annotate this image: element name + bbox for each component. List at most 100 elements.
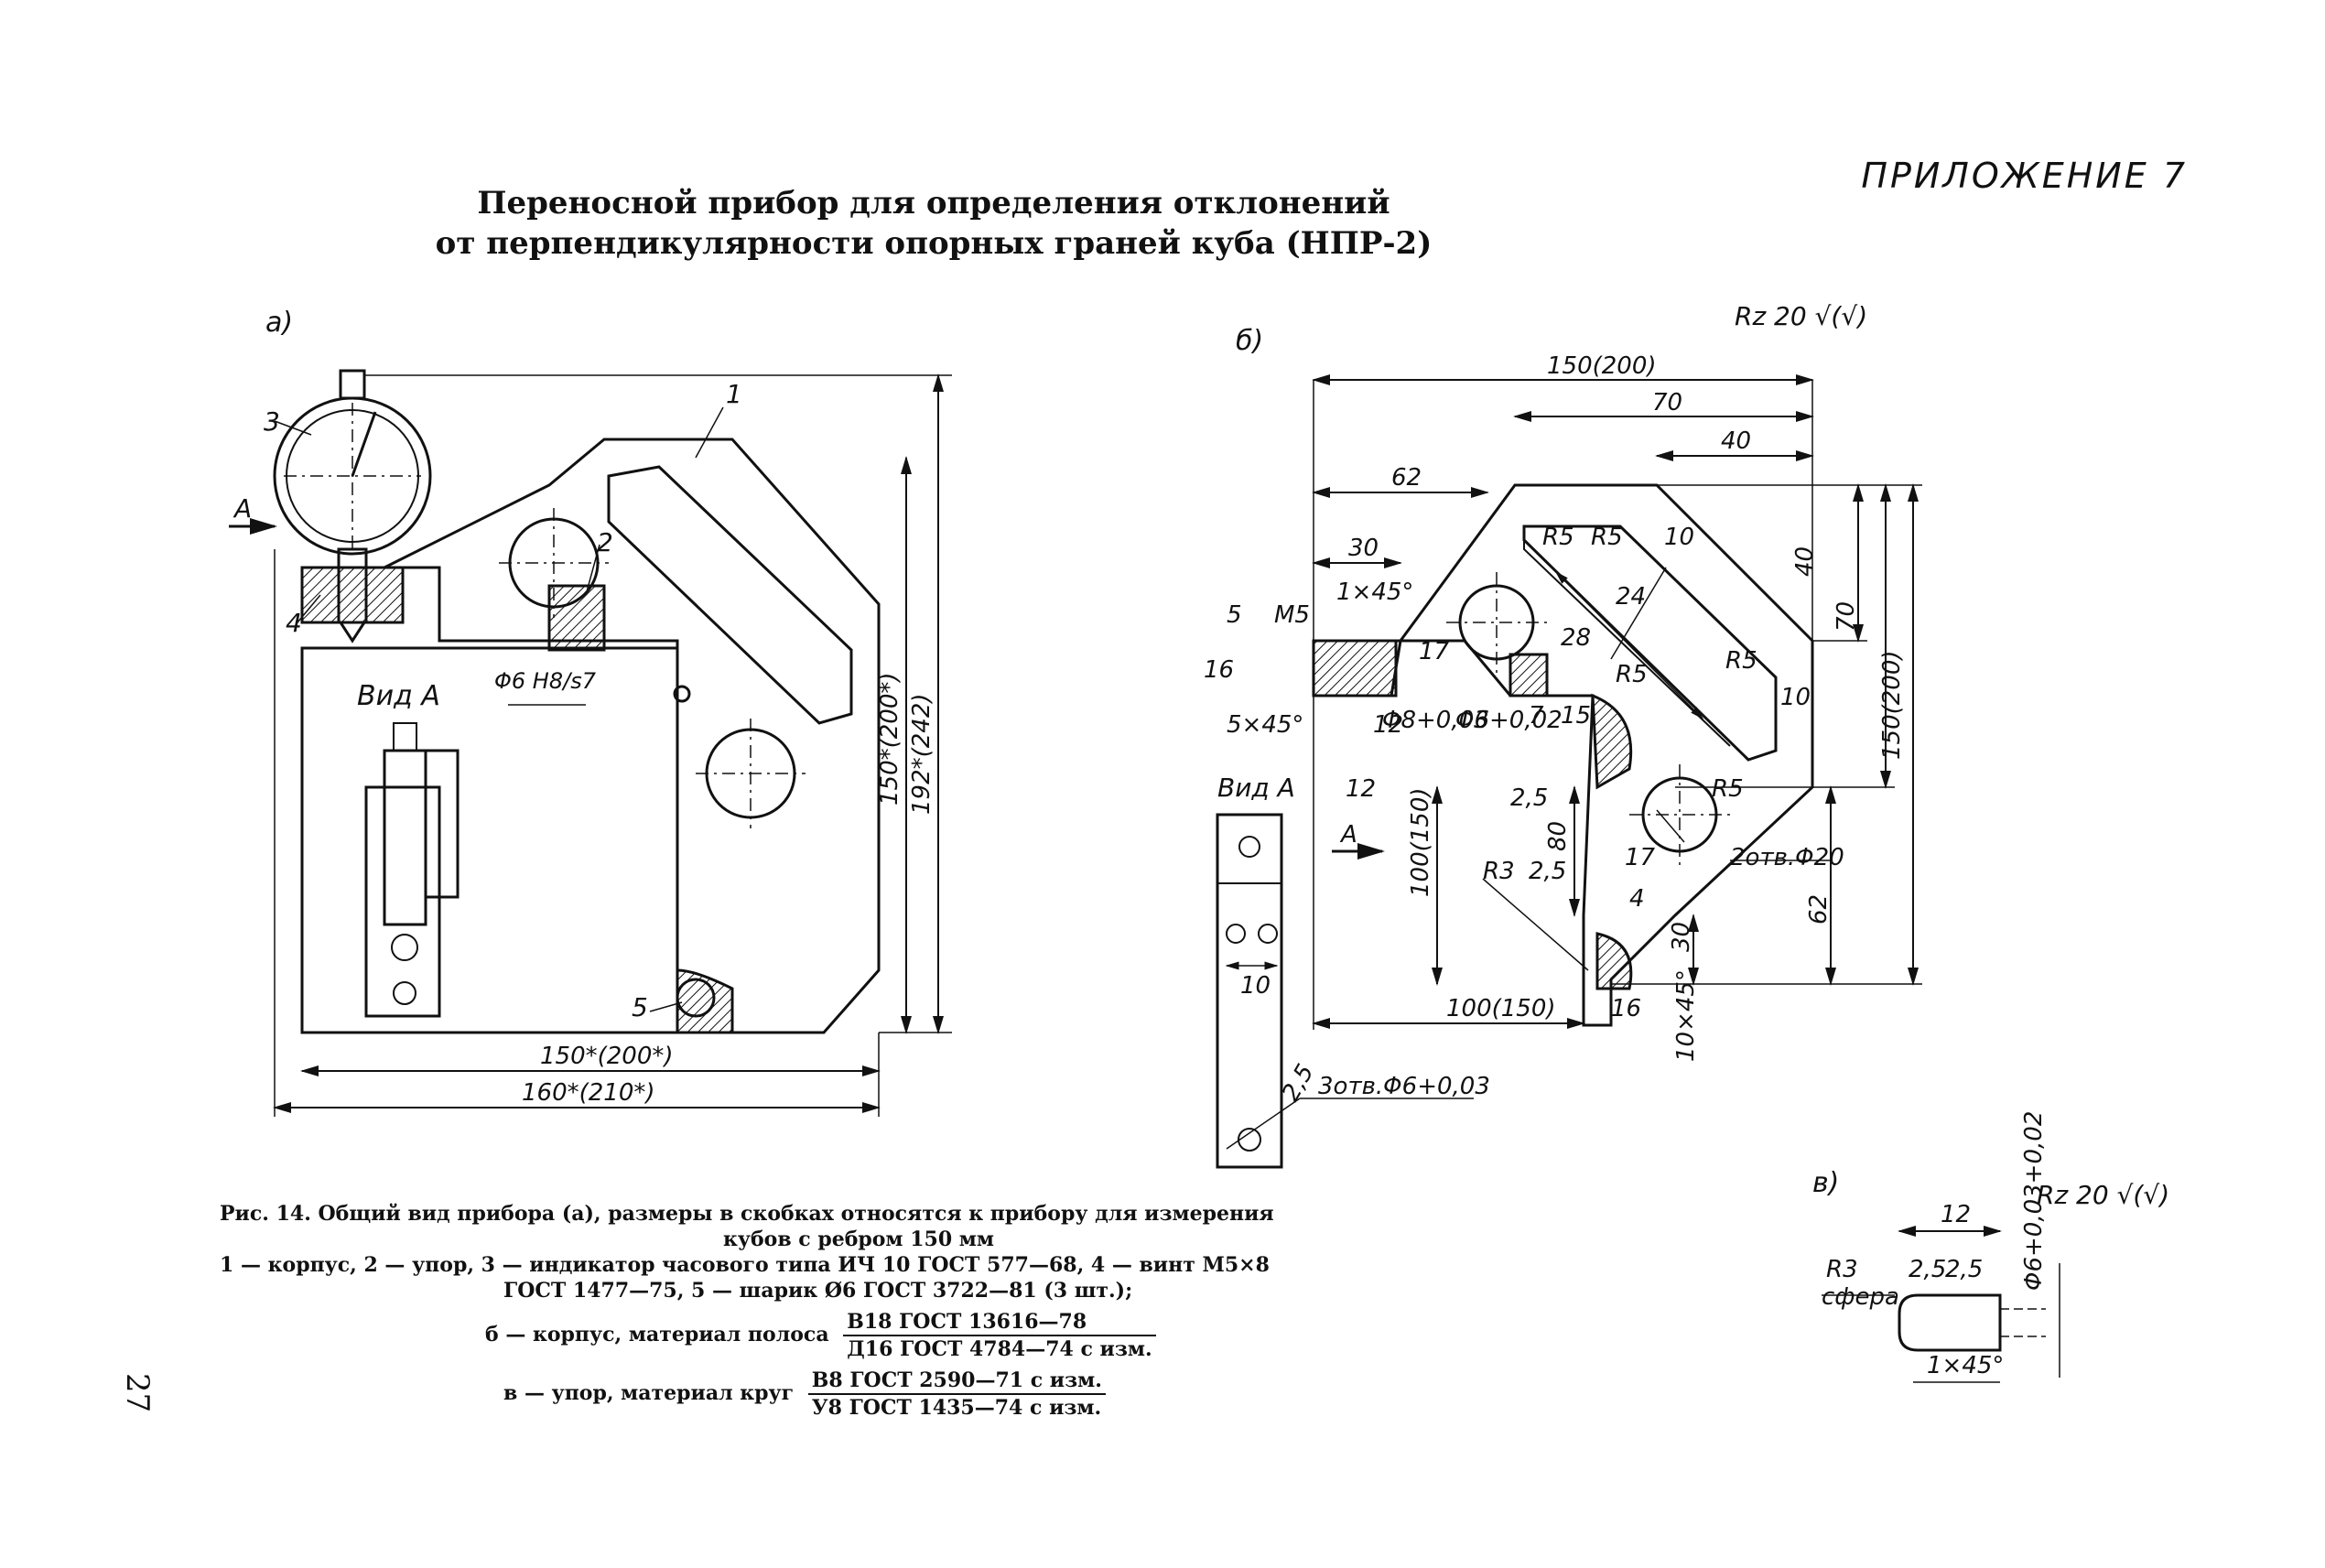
view-b-label: б) — [1236, 325, 1264, 357]
dim-b-10b: 10 — [1780, 684, 1811, 711]
page-number: 27 — [119, 1373, 156, 1413]
ball-part-5 — [676, 978, 716, 1018]
arrow-b-a: А — [1339, 821, 1357, 849]
dim-b-17: 17 — [1419, 638, 1450, 665]
dim-b-15: 15 — [1561, 702, 1591, 730]
arrow-a-label: А — [232, 493, 252, 524]
dim-v-12: 12 — [1941, 1201, 1971, 1228]
dim-height-inner: 150*(200*) — [876, 672, 903, 806]
view-b-drawing — [1312, 374, 1922, 1030]
roughness-v: Rz 20 √(√) — [2037, 1180, 2169, 1210]
dim-v-1x45: 1×45° — [1927, 1352, 2004, 1379]
stop-part-2 — [547, 584, 606, 652]
caption-line-6-prefix: в — упор, материал круг — [503, 1381, 795, 1405]
vid-a-dim-10: 10 — [1240, 972, 1271, 1000]
dim-b-62v: 62 — [1805, 894, 1833, 925]
dim-b-4: 4 — [1629, 885, 1645, 913]
caption-line-1: Рис. 14. Общий вид прибора (а), размеры … — [220, 1202, 1274, 1226]
stop-v-outline — [1898, 1293, 2002, 1352]
caption-line-3: 1 — корпус, 2 — упор, 3 — индикатор часо… — [220, 1253, 1270, 1277]
body-part-1 — [384, 438, 881, 1034]
view-b-labels: 150(200) 70 40 62 30 1×45° 5 M5 16 5×45°… — [1204, 352, 1906, 1062]
dim-b-30v: 30 — [1668, 922, 1695, 952]
dim-height-outer: 192*(242) — [908, 693, 935, 815]
dim-b-r5a: R5 — [1542, 524, 1574, 551]
dim-b-12b: 12 — [1373, 711, 1403, 739]
caption-line-6-fraction: В8 ГОСТ 2590—71 с изм. У8 ГОСТ 1435—74 с… — [807, 1368, 1106, 1421]
dim-b-m5: M5 — [1274, 601, 1310, 629]
label-part-3: 3 — [264, 406, 280, 437]
dim-b-100v: 100(150) — [1407, 787, 1434, 897]
dim-b-17b: 17 — [1625, 844, 1656, 871]
dim-b-r5e: R5 — [1712, 775, 1744, 803]
appendix-label: ПРИЛОЖЕНИЕ 7 — [1861, 156, 2188, 196]
dim-width-outer: 160*(210*) — [522, 1079, 655, 1107]
dim-v-r3: R3 — [1826, 1256, 1858, 1283]
dim-b-16: 16 — [1204, 656, 1234, 684]
vid-a-small-drawing — [1216, 813, 1474, 1169]
hole-b-1 — [1458, 584, 1535, 661]
dim-b-16b: 16 — [1611, 995, 1641, 1022]
vid-a-small-label: Вид А — [1217, 773, 1295, 803]
dim-b-70: 70 — [1652, 389, 1682, 416]
dim-width-inner: 150*(200*) — [540, 1043, 674, 1070]
caption-line-4: ГОСТ 1477—75, 5 — шарик Ø6 ГОСТ 3722—81 … — [503, 1279, 1133, 1303]
dim-b-10: 10 — [1664, 524, 1694, 551]
caption-line-5-den: Д16 ГОСТ 4784—74 с изм. — [847, 1337, 1152, 1361]
dim-b-150v: 150(200) — [1878, 650, 1906, 760]
caption-line-6: в — упор, материал круг В8 ГОСТ 2590—71 … — [220, 1368, 1483, 1421]
fit-label: Φ6 H8/s7 — [494, 668, 597, 694]
dim-v-phi6: Φ6+0,03+0,02 — [2020, 1111, 2048, 1291]
dim-b-r3: R3 — [1483, 858, 1515, 885]
dim-v-2-5a: 2,5 — [1909, 1256, 1946, 1283]
vid-a-text: Вид А — [357, 680, 440, 712]
dim-b-150: 150(200) — [1547, 352, 1657, 380]
dim-b-10x45: 10×45° — [1672, 969, 1700, 1062]
view-a-drawing — [229, 369, 952, 1117]
caption-line-6-num: В8 ГОСТ 2590—71 с изм. — [807, 1368, 1106, 1395]
vid-a-strip — [1216, 813, 1283, 1169]
view-a-labels: 3 1 2 4 5 А Вид А Φ6 H8/s7 150*(200*) 16… — [232, 379, 935, 1107]
caption-line-6-den: У8 ГОСТ 1435—74 с изм. — [811, 1396, 1102, 1420]
dim-b-r5d: R5 — [1725, 647, 1757, 675]
vid-a-holes: 3отв.Φ6+0,03 — [1318, 1073, 1490, 1100]
caption-line-5-fraction: В18 ГОСТ 13616—78 Д16 ГОСТ 4784—74 с изм… — [843, 1309, 1156, 1362]
label-part-4: 4 — [286, 608, 302, 638]
view-v-label: в) — [1812, 1167, 1840, 1199]
dim-b-r5b: R5 — [1591, 524, 1623, 551]
page-title: Переносной прибор для определения отклон… — [0, 183, 2325, 264]
mount-hatched — [300, 566, 405, 624]
dim-b-30: 30 — [1348, 535, 1379, 562]
dim-b-phi6: Φ6+0,02 — [1455, 707, 1563, 734]
title-line-1: Переносной прибор для определения отклон… — [477, 185, 1390, 222]
caption-line-2: кубов с ребром 150 мм — [723, 1227, 995, 1251]
dim-b-phi8: Φ8+0,03 — [1382, 707, 1489, 734]
indicator-stem — [339, 369, 366, 400]
label-part-1: 1 — [726, 379, 742, 409]
view-a-label: а) — [265, 307, 294, 339]
caption-line-5-prefix: б — корпус, материал полоса — [485, 1323, 829, 1346]
dim-b-28: 28 — [1561, 624, 1591, 652]
dim-b-62: 62 — [1391, 464, 1422, 492]
body-slot — [607, 465, 853, 725]
dim-b-70v: 70 — [1833, 601, 1860, 632]
dim-b-2-5b: 2,5 — [1529, 858, 1566, 885]
vid-a-dim-2-5: 2,5 — [1277, 1060, 1320, 1107]
body-b-outline — [1312, 483, 1814, 1027]
dim-b-2-5: 2,5 — [1510, 784, 1548, 812]
label-part-2: 2 — [597, 527, 613, 557]
dim-b-40: 40 — [1721, 427, 1751, 455]
caption-line-5-num: В18 ГОСТ 13616—78 — [843, 1309, 1156, 1336]
dim-b-5x45: 5×45° — [1227, 711, 1303, 739]
caption-line-5: б — корпус, материал полоса В18 ГОСТ 136… — [220, 1309, 1483, 1362]
dim-b-5: 5 — [1227, 601, 1242, 629]
dim-b-100h: 100(150) — [1446, 995, 1556, 1022]
dim-b-7: 7 — [1529, 702, 1544, 730]
dim-v-2-5b: 2,5 — [1945, 1256, 1983, 1283]
figure-caption: Рис. 14. Общий вид прибора (а), размеры … — [220, 1201, 1483, 1421]
dim-b-1x45: 1×45° — [1336, 579, 1413, 606]
dim-b-12: 12 — [1346, 775, 1376, 803]
dim-v-sphere: сфера — [1822, 1283, 1899, 1311]
label-part-5: 5 — [632, 992, 648, 1022]
